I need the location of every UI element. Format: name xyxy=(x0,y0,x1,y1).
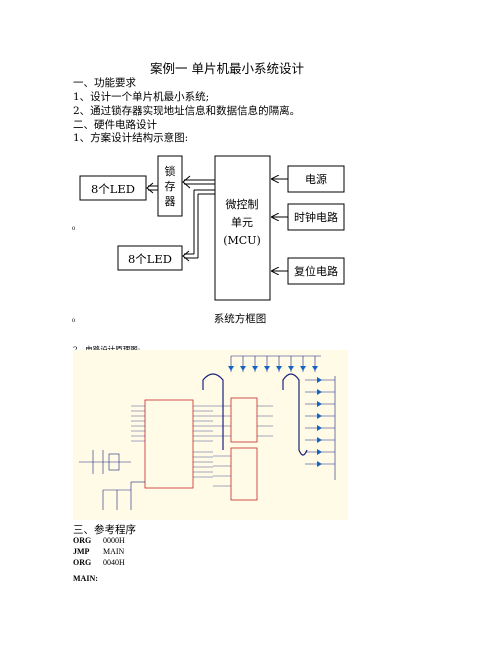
led-diodes-top xyxy=(228,366,318,371)
document-title: 案例一 单片机最小系统设计 xyxy=(150,61,304,76)
led-box-top xyxy=(79,175,147,201)
latch-char-3: 器 xyxy=(165,195,176,208)
subsection-heading: 2、电路设计原理图: xyxy=(73,345,141,354)
power-label: 电源 xyxy=(305,172,327,186)
paragraph-mark: ₀ xyxy=(72,315,75,324)
latch-char-2: 存 xyxy=(165,179,176,193)
led-label-bottom: 8个LED xyxy=(128,252,172,266)
clock-reset-circuit xyxy=(79,450,145,510)
subsection-heading: 1、方案设计结构示意图: xyxy=(73,132,189,144)
latch-chip xyxy=(230,447,258,501)
section-heading: 二、硬件电路设计 xyxy=(73,119,157,131)
mcu-box xyxy=(214,155,271,301)
latch-chip xyxy=(230,397,258,443)
bus-loop xyxy=(202,373,224,450)
latch-pins xyxy=(213,405,273,487)
section-heading: 一、功能要求 xyxy=(73,77,136,89)
latch-char-1: 锁 xyxy=(165,164,176,178)
bus-loop xyxy=(282,373,308,456)
section-heading: 三、参考程序 xyxy=(73,524,136,536)
led-label-top: 8个LED xyxy=(91,182,135,196)
mcu-pins xyxy=(131,405,213,478)
requirement-1: 1、设计一个单片机最小系统; xyxy=(73,91,210,103)
diagram-caption: 系统方框图 xyxy=(214,312,267,325)
paragraph-mark: ₀ xyxy=(72,223,75,232)
mcu-line-3: (MCU) xyxy=(223,234,261,247)
mcu-line-2: 单元 xyxy=(231,216,253,229)
block-diagram: 8个LED 锁 存 器 微控制 单元 (MCU) 8个LED 电源 时钟电路 复… xyxy=(72,155,345,325)
circuit-schematic xyxy=(73,350,348,520)
led-box-bottom xyxy=(117,245,183,271)
reset-label: 复位电路 xyxy=(294,264,338,278)
led-diodes-right xyxy=(317,377,322,467)
requirement-2: 2、通过锁存器实现地址信息和数据信息的隔离。 xyxy=(73,105,301,117)
clock-label: 时钟电路 xyxy=(294,210,338,224)
code-line: MAIN: xyxy=(73,574,98,583)
schematic-background xyxy=(73,350,348,520)
mcu-line-1: 微控制 xyxy=(226,197,259,211)
mcu-chip xyxy=(144,399,194,489)
